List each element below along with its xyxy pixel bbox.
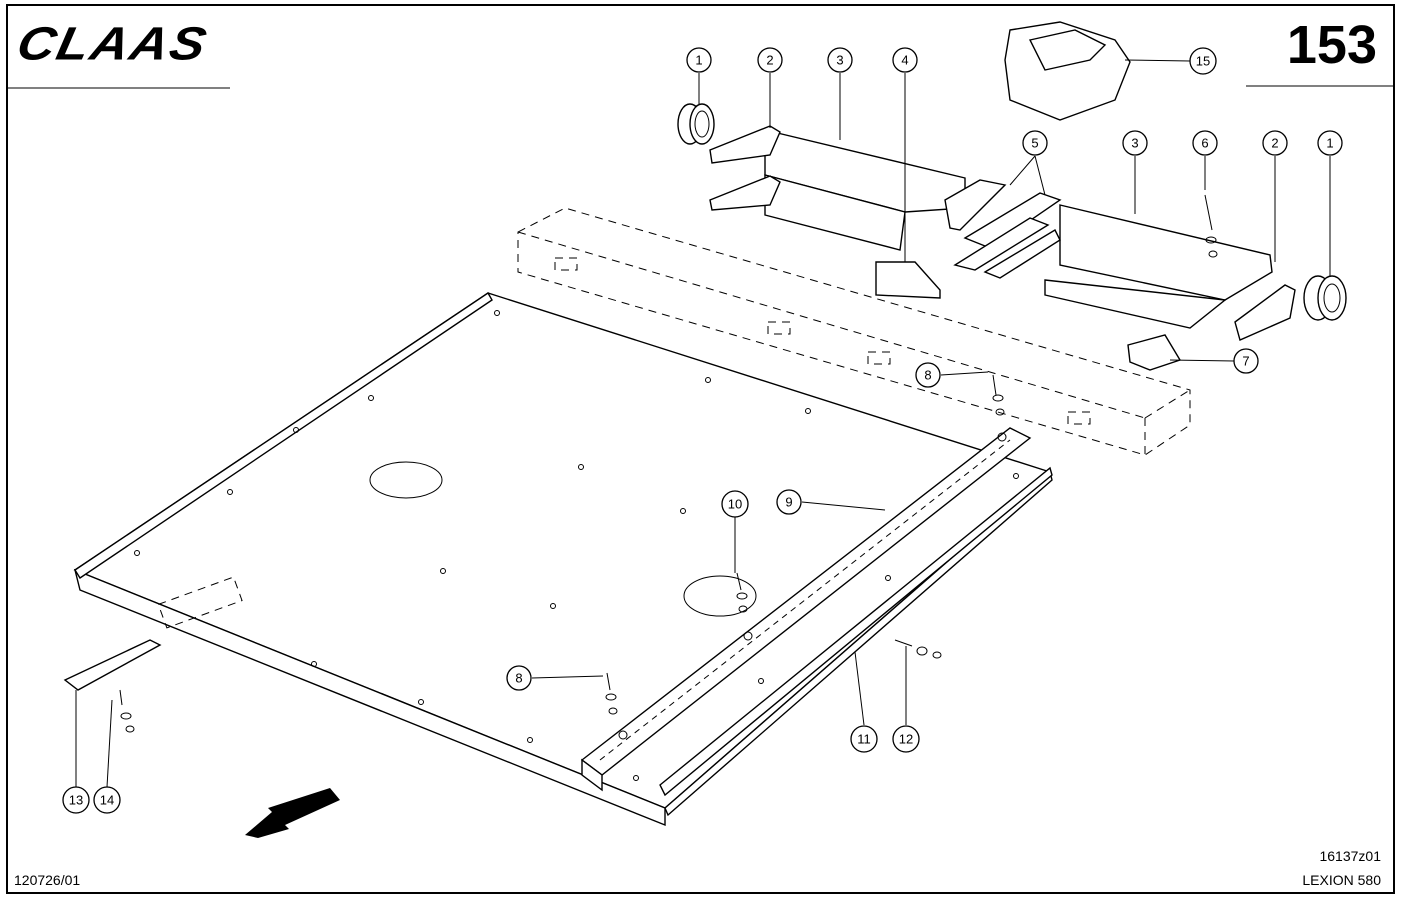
svg-text:12: 12 — [899, 732, 913, 747]
cover-plate-right — [1044, 204, 1296, 341]
svg-text:2: 2 — [1271, 136, 1278, 151]
travel-direction-arrow — [245, 788, 340, 838]
top-cover — [1004, 21, 1131, 121]
svg-text:11: 11 — [857, 732, 871, 747]
callout-14: 14 — [93, 786, 121, 814]
drawing-frame — [6, 4, 1395, 894]
leader-lines — [75, 59, 1331, 788]
bushing-ring-left — [677, 103, 715, 145]
model-name: LEXION 580 — [1302, 872, 1381, 888]
callout-13: 13 — [62, 786, 90, 814]
joint-strips — [944, 179, 1062, 279]
callout-15: 15 — [1189, 47, 1217, 75]
side-rail — [659, 466, 1053, 797]
bushing-ring-right — [1303, 275, 1347, 321]
svg-text:1: 1 — [1326, 136, 1333, 151]
callout-11: 11 — [850, 725, 878, 753]
callout-9: 9 — [776, 489, 802, 515]
callout-2b: 2 — [1262, 130, 1288, 156]
bracket — [875, 261, 941, 299]
callout-3a: 3 — [827, 47, 853, 73]
drawing-reference: 16137z01 — [1319, 848, 1381, 864]
svg-text:2: 2 — [766, 53, 773, 68]
svg-text:8: 8 — [515, 671, 522, 686]
svg-text:3: 3 — [1131, 136, 1138, 151]
svg-text:13: 13 — [69, 793, 83, 808]
callout-10: 10 — [721, 490, 749, 518]
callout-8b: 8 — [506, 665, 532, 691]
svg-text:8: 8 — [924, 368, 931, 383]
svg-text:10: 10 — [728, 497, 742, 512]
callout-1b: 1 — [1317, 130, 1343, 156]
reinforcement-plate — [63, 639, 162, 691]
svg-text:1: 1 — [695, 53, 702, 68]
callout-5: 5 — [1022, 130, 1048, 156]
svg-text:5: 5 — [1031, 136, 1038, 151]
svg-text:9: 9 — [785, 495, 792, 510]
callout-4: 4 — [892, 47, 918, 73]
mounting-bracket — [1127, 334, 1182, 371]
callout-7: 7 — [1233, 348, 1259, 374]
cover-plate-left — [709, 125, 966, 251]
page-number: 153 — [1286, 15, 1377, 75]
svg-text:14: 14 — [100, 793, 114, 808]
svg-text:7: 7 — [1242, 354, 1249, 369]
fasteners — [605, 194, 1218, 715]
callout-12: 12 — [892, 725, 920, 753]
svg-text:15: 15 — [1196, 54, 1210, 69]
callout-1a: 1 — [686, 47, 712, 73]
callout-8a: 8 — [915, 362, 941, 388]
callout-6: 6 — [1192, 130, 1218, 156]
callout-3b: 3 — [1122, 130, 1148, 156]
crossmember-bar — [580, 427, 1032, 792]
document-number: 120726/01 — [14, 872, 81, 888]
svg-text:3: 3 — [836, 53, 843, 68]
floor-plate — [73, 291, 1053, 827]
ghost-housing-outline — [517, 207, 1191, 456]
svg-text:4: 4 — [901, 53, 908, 68]
callout-2a: 2 — [757, 47, 783, 73]
svg-text:6: 6 — [1201, 136, 1208, 151]
